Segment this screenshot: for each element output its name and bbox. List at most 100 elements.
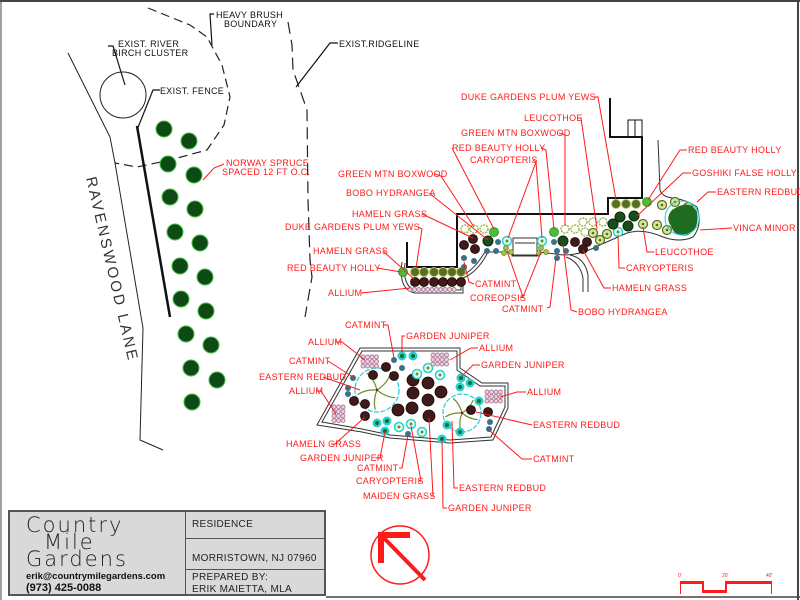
plant-label: CATMINT: [533, 454, 575, 464]
allium-symbol: [444, 357, 449, 362]
leader-line: [699, 227, 733, 231]
leader-line: [451, 420, 458, 489]
plant-label: RED BEAUTY HOLLY: [287, 263, 381, 273]
allium-symbol: [489, 394, 494, 399]
maiden-grass-symbol: [421, 393, 435, 407]
leader-line: [499, 391, 526, 398]
coreopsis-symbol: [501, 250, 507, 256]
heavy-brush-boundary: [114, 7, 231, 168]
grass-symbol: [368, 370, 378, 380]
leader-line: [401, 335, 405, 352]
label-fence: EXIST. FENCE: [160, 86, 224, 96]
plant-label: ALLIUM: [479, 343, 513, 353]
allium-symbol: [435, 352, 440, 358]
grass-symbol: [466, 405, 476, 415]
coreopsis-symbol: [503, 245, 509, 251]
allium-symbol: [493, 398, 499, 404]
holly-symbol: [642, 197, 652, 207]
plum-yew-symbol: [611, 199, 621, 209]
allium-symbol: [444, 352, 449, 358]
allium-symbol: [489, 389, 494, 395]
north-bed-plants: [398, 196, 694, 292]
catmint-symbol: [391, 357, 397, 363]
plant-label: VINCA MINOR: [733, 223, 796, 233]
label-ridgeline: EXIST.RIDGELINE: [339, 39, 420, 49]
leader-line: [562, 243, 578, 313]
leader-line: [636, 172, 691, 217]
allium-symbol: [429, 287, 435, 292]
norway-spruce: [191, 234, 209, 252]
allium-symbol: [369, 359, 375, 364]
boxwood-symbol: [578, 217, 588, 227]
allium-symbol: [365, 354, 370, 360]
leader-line: [617, 234, 625, 269]
plant-label: GREEN MTN BOXWOOD: [461, 128, 571, 138]
leader-line: [647, 149, 687, 201]
plant-label: BOBO HYDRANGEA: [346, 188, 436, 198]
norway-spruce: [171, 257, 189, 275]
plum-yew-symbol: [631, 199, 641, 209]
logo-line-2: Mile: [44, 530, 95, 554]
allium-symbol: [340, 404, 346, 410]
redbud-branch: [461, 412, 478, 421]
allium-symbol: [411, 287, 417, 292]
norway-spruce: [186, 200, 204, 218]
allium-symbol: [430, 361, 436, 367]
allium-symbol: [447, 287, 453, 292]
norway-spruce-row: [155, 120, 226, 411]
plant-label: CARYOPTERIS: [470, 155, 538, 165]
plant-label: HAMELN GRASS: [352, 209, 427, 219]
label-river-birch-2: BIRCH CLUSTER: [112, 48, 189, 58]
south-bed-edge: [316, 347, 509, 444]
norway-spruce: [166, 223, 184, 241]
boxwood-symbol: [588, 217, 598, 227]
plant-label: RED BEAUTY HOLLY: [688, 145, 782, 155]
catmint-symbol: [593, 245, 599, 251]
allium-symbol: [484, 394, 490, 399]
leader-line: [475, 411, 533, 426]
leader-line: [594, 96, 617, 201]
plant-label: CATMINT: [345, 320, 387, 330]
grass-symbol: [410, 277, 420, 287]
plant-label: CATMINT: [289, 356, 331, 366]
allium-symbol: [439, 357, 445, 362]
plum-yew-symbol: [438, 267, 448, 277]
plum-yew-symbol: [447, 267, 457, 277]
leader-line: [415, 226, 423, 269]
plant-label: CATMINT: [357, 463, 399, 473]
site-leaders: [108, 13, 338, 131]
allium-symbol: [433, 287, 439, 292]
catmint-symbol: [493, 248, 499, 254]
plant-label: GARDEN JUNIPER: [300, 453, 384, 463]
leader-line: [463, 261, 475, 285]
north-bed-edge: [400, 139, 700, 294]
allium-symbol: [340, 409, 346, 414]
logo-line-3: Gardens: [26, 547, 128, 571]
boxwood-symbol: [560, 224, 570, 234]
plum-yew-symbol: [419, 267, 429, 277]
hydrangea-symbol: [607, 218, 619, 230]
holly-symbol: [489, 227, 499, 237]
road-name: RAVENSWOOD LANE: [82, 175, 141, 364]
redbud-branch: [366, 372, 378, 391]
leader-line: [376, 267, 402, 273]
scale-tick-0: 0': [678, 573, 682, 579]
allium-symbol: [498, 389, 503, 395]
leader-line: [316, 390, 337, 415]
allium-symbol: [444, 361, 449, 367]
allium-symbol: [435, 357, 440, 362]
project-name-cell: RESIDENCE: [186, 512, 324, 539]
location-cell: MORRISTOWN, NJ 07960: [186, 539, 324, 570]
maiden-grass-symbol: [391, 403, 405, 417]
plant-label: EASTERN REDBUD: [259, 372, 346, 382]
title-block: Country Mile Gardens erik@countrymilegar…: [8, 510, 326, 596]
allium-symbol: [498, 398, 503, 404]
house-foundation: [406, 98, 643, 268]
leader-line: [506, 250, 524, 299]
leader-line: [360, 287, 411, 294]
north-arrow-icon: [370, 525, 430, 585]
leader-line: [546, 257, 557, 309]
